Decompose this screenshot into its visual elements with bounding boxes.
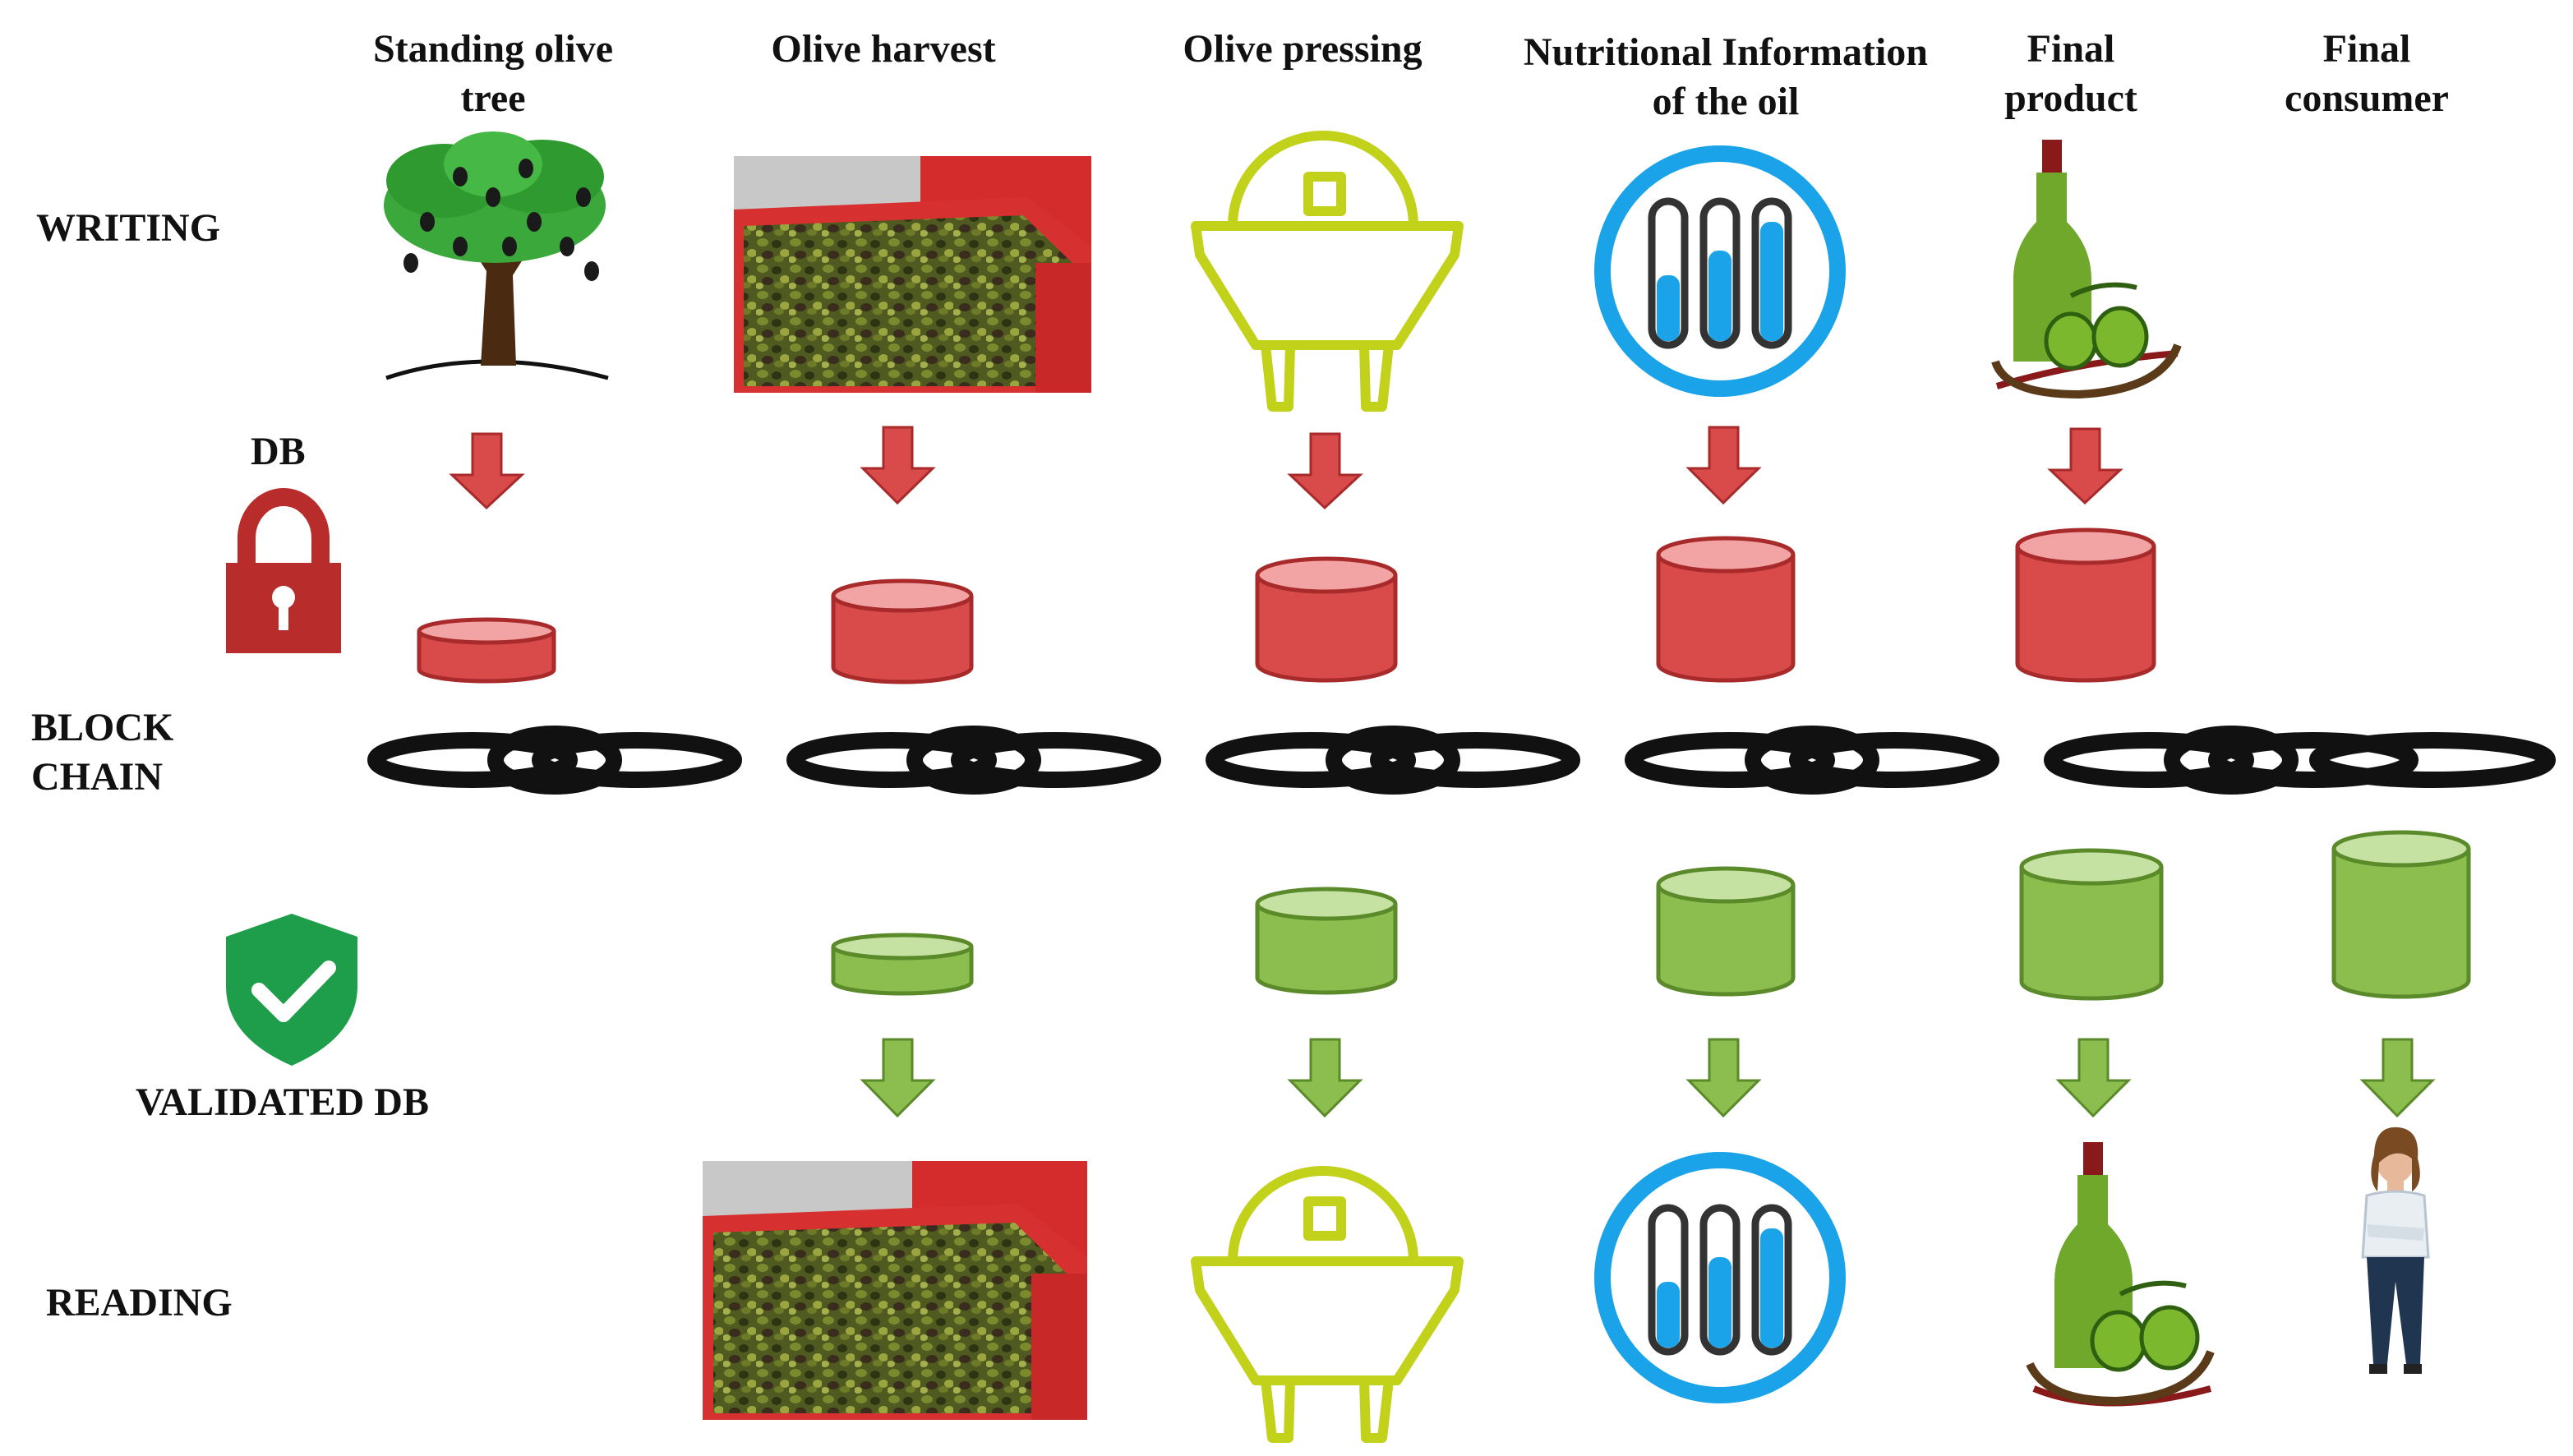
check-shield-icon [226,914,357,1066]
db-cylinder-icon [2015,528,2156,683]
red-db-stack [417,528,2156,684]
blockchain-chain-icon [376,734,2556,786]
stage-title-pressing: Olive pressing [1183,27,1423,71]
read-arrows [860,1038,2436,1118]
consumer-person-icon [2361,1127,2430,1374]
down-arrow-icon [2047,427,2123,505]
olive-press-icon [1191,131,1464,412]
db-cylinder-icon [2019,848,2164,1001]
stage-title-consumer: Final consumer [2285,27,2449,120]
db-cylinder-icon [831,933,974,996]
down-arrow-icon [860,426,936,505]
write-arrows [449,426,2123,510]
test-tubes-icon [1594,145,1846,397]
stage-title-tree: Standing olive tree [372,27,614,120]
row-label-blockchain: BLOCK CHAIN [31,706,174,799]
olive-crate-photo [703,1161,1087,1420]
db-cylinder-icon [831,578,974,684]
down-arrow-icon [2359,1038,2436,1118]
test-tubes-icon [1594,1152,1846,1403]
db-cylinder-icon [417,617,556,684]
olive-crate-photo [734,156,1091,393]
db-cylinder-icon [1656,536,1796,683]
olive-tree-icon [384,131,609,380]
row-label-writing: WRITING [36,206,221,250]
db-cylinder-icon [1656,866,1796,997]
db-cylinder-icon [1255,556,1398,683]
down-arrow-icon [1287,432,1363,510]
row-label-reading: READING [46,1281,233,1325]
olive-press-icon [1191,1166,1464,1443]
green-db-stack [831,830,2471,1001]
down-arrow-icon [1685,426,1762,505]
down-arrow-icon [860,1038,936,1118]
down-arrow-icon [449,432,525,510]
down-arrow-icon [1685,1038,1762,1118]
down-arrow-icon [2055,1038,2132,1118]
db-cylinder-icon [2331,830,2471,999]
stage-title-product: Final product [2004,27,2137,120]
row-label-validated-db: VALIDATED DB [136,1080,429,1124]
olive-oil-bottle-icon [1991,140,2182,399]
down-arrow-icon [1287,1038,1363,1118]
row-label-db: DB [251,430,306,473]
stage-title-nutrition: Nutritional Information of the oil [1524,30,1928,123]
olive-oil-bottle-icon [2026,1142,2215,1407]
padlock-icon [226,488,341,653]
stage-title-harvest: Olive harvest [771,27,996,71]
db-cylinder-icon [1255,887,1398,995]
